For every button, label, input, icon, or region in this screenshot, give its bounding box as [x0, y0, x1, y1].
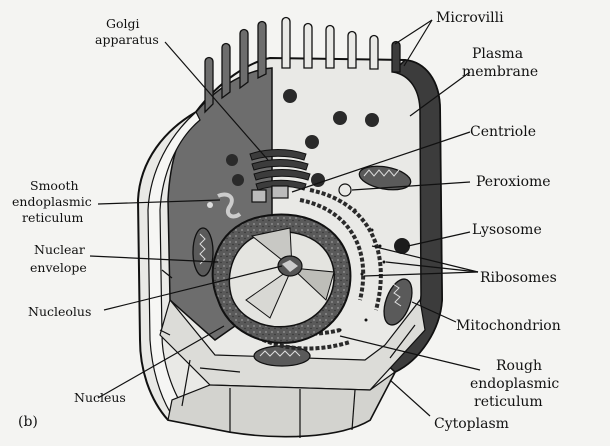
label-cytoplasm: Cytoplasm — [434, 416, 509, 432]
label-nucleolus: Nucleolus — [28, 304, 91, 319]
label-nuclear-envelope-line1: Nuclear — [34, 242, 85, 257]
label-rough-er-line3: reticulum — [474, 394, 543, 410]
label-centriole: Centriole — [470, 124, 536, 140]
label-plasma-membrane-line2: membrane — [462, 64, 538, 80]
label-nucleus: Nucleus — [74, 390, 126, 405]
label-golgi-line1: Golgi — [106, 16, 140, 31]
label-ribosomes: Ribosomes — [480, 270, 557, 286]
label-smooth-er-line2: endoplasmic — [12, 194, 92, 209]
nucleus — [213, 214, 351, 342]
label-plasma-membrane-line1: Plasma — [472, 46, 523, 62]
label-microvilli: Microvilli — [436, 10, 504, 26]
label-mitochondrion: Mitochondrion — [456, 318, 561, 334]
panel-label: (b) — [18, 414, 38, 430]
label-golgi-line2: apparatus — [95, 32, 159, 47]
label-lysosome: Lysosome — [472, 222, 542, 238]
label-peroxiome: Peroxiome — [476, 174, 551, 190]
label-smooth-er-line1: Smooth — [30, 178, 79, 193]
label-rough-er-line1: Rough — [496, 358, 542, 374]
label-nuclear-envelope-line2: envelope — [30, 260, 87, 275]
label-smooth-er-line3: reticulum — [22, 210, 83, 225]
label-rough-er-line2: endoplasmic — [470, 376, 559, 392]
